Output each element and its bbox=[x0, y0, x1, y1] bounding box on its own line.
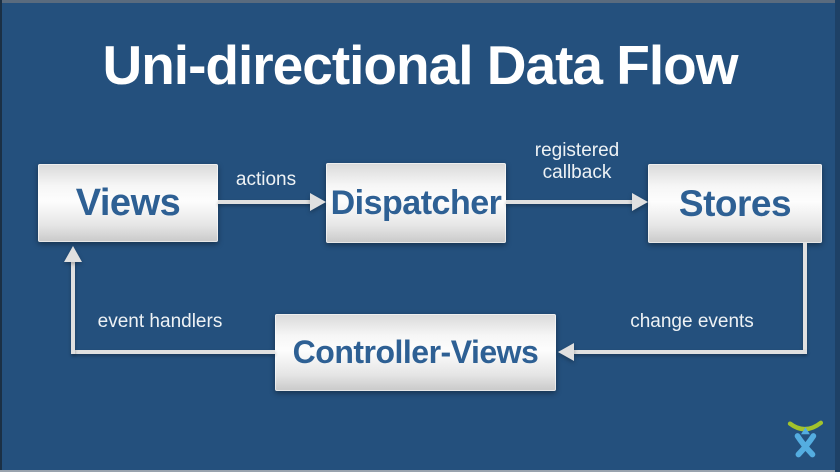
edge-label-registered-callback: registered callback bbox=[534, 140, 620, 183]
logo-body-stroke-left bbox=[794, 433, 816, 458]
arrow-controller-to-views-line bbox=[73, 350, 275, 354]
node-controller-views: Controller-Views bbox=[275, 314, 556, 391]
arrow-stores-to-controller-line bbox=[574, 350, 807, 354]
logo-body-stroke-right bbox=[795, 433, 817, 458]
arrow-dispatcher-to-stores-line bbox=[506, 200, 634, 204]
arrowhead-dispatcher-to-stores bbox=[632, 193, 648, 211]
edge-label-change-events: change events bbox=[630, 311, 754, 332]
arrow-views-to-dispatcher-line bbox=[218, 200, 312, 204]
node-dispatcher: Dispatcher bbox=[326, 163, 506, 243]
logo-head-triangle bbox=[801, 427, 810, 435]
arrow-up-to-views-line bbox=[71, 260, 75, 354]
atlassian-logo-icon bbox=[787, 420, 824, 458]
slide-title: Uni-directional Data Flow bbox=[102, 34, 738, 96]
node-views: Views bbox=[38, 164, 218, 242]
arrowhead-views-to-dispatcher bbox=[310, 193, 326, 211]
arrow-stores-down-line bbox=[803, 243, 807, 352]
edge-label-event-handlers: event handlers bbox=[97, 311, 223, 332]
slide-edge-left bbox=[0, 0, 2, 472]
slide-edge-top bbox=[0, 0, 840, 3]
edge-label-actions: actions bbox=[235, 169, 297, 190]
slide-edge-bottom bbox=[0, 470, 840, 472]
slide-edge-right bbox=[835, 0, 840, 472]
node-stores: Stores bbox=[648, 164, 822, 243]
arrowhead-controller-to-views bbox=[64, 246, 82, 262]
arrowhead-stores-to-controller bbox=[558, 343, 574, 361]
